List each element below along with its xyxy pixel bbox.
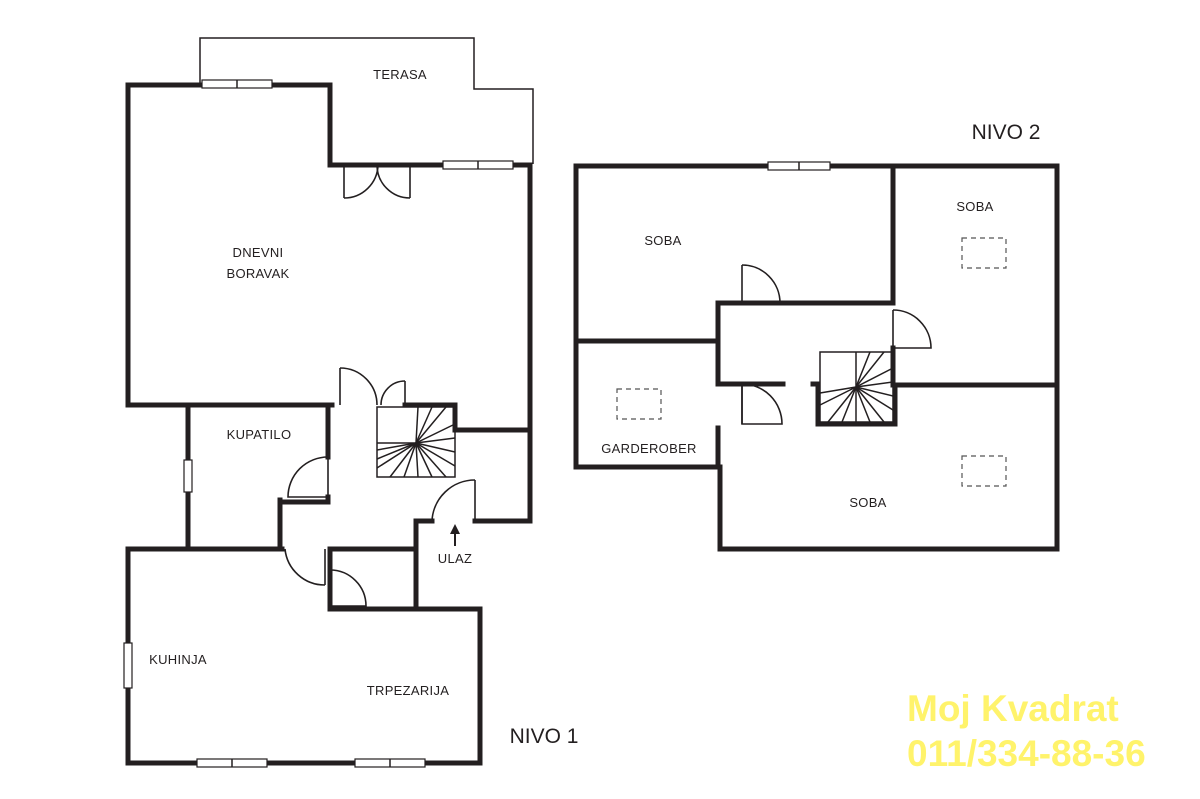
- window: [123, 642, 133, 689]
- bedroom-2-door: [892, 309, 932, 349]
- window: [183, 459, 193, 493]
- watermark-phone: 011/334-88-36: [907, 733, 1146, 774]
- kitchen-walls: [125, 546, 483, 766]
- staircase-level-2: [819, 351, 894, 423]
- room-label-bedroom-2: SOBA: [956, 199, 993, 214]
- storage-door: [329, 569, 367, 607]
- kitchen-door: [284, 548, 326, 586]
- living-room-double-door: [339, 367, 406, 406]
- level-1-plan: TERASA DNEVNI BORAVAK KUPATILO ULAZ KUHI…: [123, 37, 579, 768]
- entry-walls: [413, 518, 533, 612]
- bathroom-door: [287, 456, 329, 498]
- skylight: [616, 388, 662, 420]
- living-room-walls: [125, 82, 335, 408]
- room-label-dining: TRPEZARIJA: [367, 683, 449, 698]
- room-label-wardrobe: GARDEROBER: [601, 441, 696, 456]
- skylight: [961, 237, 1007, 269]
- room-label-living-1: DNEVNI: [233, 245, 284, 260]
- level-1-label: NIVO 1: [510, 725, 579, 748]
- terrace-outline: [199, 37, 534, 164]
- level-2-plan: SOBA SOBA GARDEROBER SOBA NIVO 2: [573, 121, 1060, 552]
- entry-door: [431, 479, 476, 522]
- corridor-walls: [715, 300, 898, 427]
- hall-west-walls: [277, 494, 331, 550]
- stair-walls: [452, 402, 533, 433]
- terrace-inner-wall: [327, 82, 533, 524]
- room-label-bedroom-1: SOBA: [644, 233, 681, 248]
- room-label-entry: ULAZ: [438, 551, 472, 566]
- room-label-living-2: BORAVAK: [226, 266, 289, 281]
- bedroom-3-door: [741, 383, 783, 425]
- staircase-level-1: [376, 406, 456, 478]
- bedroom-1-door: [741, 264, 781, 304]
- room-label-bathroom: KUPATILO: [227, 427, 292, 442]
- skylight: [961, 455, 1007, 487]
- entry-arrow-icon: [450, 524, 460, 546]
- room-label-bedroom-3: SOBA: [849, 495, 886, 510]
- watermark-brand: Moj Kvadrat: [907, 688, 1119, 729]
- room-label-terrace: TERASA: [373, 67, 427, 82]
- terrace-double-door: [343, 164, 411, 199]
- room-label-kitchen: KUHINJA: [149, 652, 207, 667]
- level-2-outer-walls: [573, 163, 1060, 552]
- level-2-label: NIVO 2: [972, 121, 1041, 144]
